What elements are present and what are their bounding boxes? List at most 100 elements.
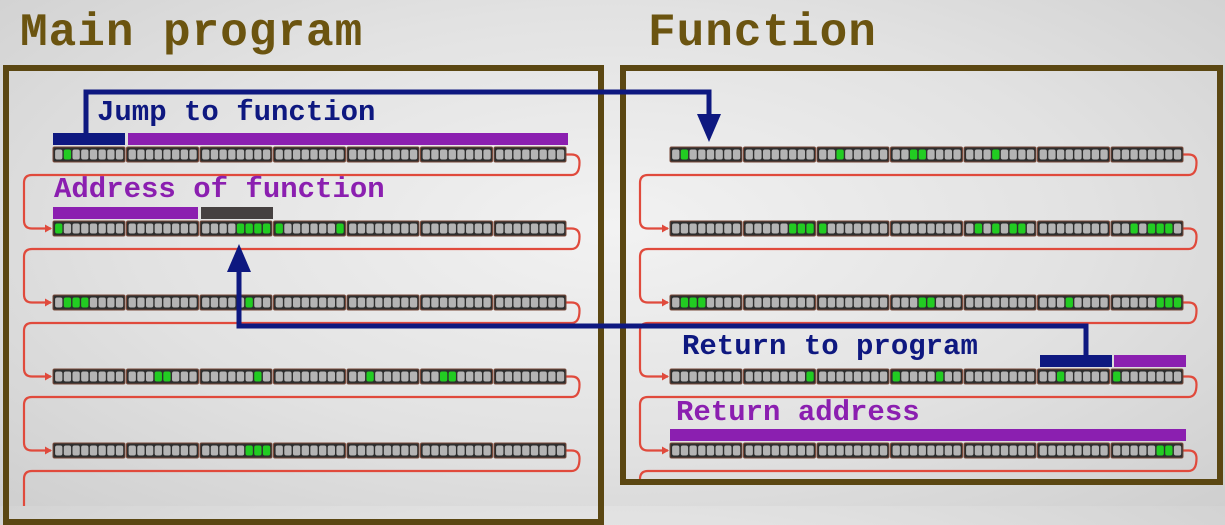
bit [732, 371, 741, 382]
bit [1009, 445, 1017, 456]
byte-cell [890, 294, 963, 311]
bit [1165, 445, 1173, 456]
bit [771, 371, 779, 382]
bit [448, 371, 456, 382]
return-opcode-bar [1040, 355, 1112, 367]
bit [689, 445, 697, 456]
byte-cell [52, 294, 126, 311]
bit [974, 223, 983, 234]
bit [762, 223, 771, 234]
bit [349, 371, 357, 382]
bit [927, 223, 935, 234]
bit [944, 223, 953, 234]
bit [392, 149, 400, 160]
byte-cell [1110, 442, 1184, 459]
bit [1121, 371, 1130, 382]
bit [936, 223, 944, 234]
bit [789, 149, 797, 160]
bit [689, 297, 697, 308]
bit [1165, 223, 1173, 234]
bit [375, 371, 383, 382]
bit [1113, 149, 1121, 160]
bit [1147, 297, 1156, 308]
bit [275, 445, 283, 456]
operand-bar [128, 133, 568, 145]
bit [845, 223, 853, 234]
bit [1139, 223, 1147, 234]
return-to-program-label: Return to program [682, 330, 978, 363]
bit [89, 297, 98, 308]
bit [548, 445, 556, 456]
bit [448, 149, 456, 160]
bit [154, 297, 162, 308]
bit [301, 149, 309, 160]
bit [1083, 445, 1091, 456]
bit [698, 223, 706, 234]
byte-cell [273, 442, 346, 459]
bit [927, 297, 935, 308]
bit [1056, 297, 1065, 308]
byte-cell [743, 220, 816, 237]
bit [1156, 371, 1164, 382]
bit [936, 297, 944, 308]
bit [254, 445, 262, 456]
byte-cell [346, 146, 420, 163]
bit [1048, 149, 1056, 160]
bit [357, 297, 366, 308]
bit [107, 297, 115, 308]
bit [1100, 149, 1108, 160]
bit [504, 445, 513, 456]
byte-cell [273, 368, 346, 385]
bit [210, 371, 219, 382]
bit [1130, 223, 1138, 234]
bit [366, 297, 374, 308]
bit [797, 371, 806, 382]
bit [513, 149, 521, 160]
bit [530, 371, 539, 382]
bit [892, 445, 900, 456]
bit [918, 445, 926, 456]
bit [1065, 371, 1073, 382]
bit [115, 371, 124, 382]
bit [1100, 297, 1108, 308]
bit [154, 223, 162, 234]
bit [474, 371, 483, 382]
bit [180, 371, 189, 382]
bit [483, 223, 491, 234]
bit [336, 149, 344, 160]
bit [128, 445, 136, 456]
byte-cell [669, 146, 743, 163]
byte-cell [126, 294, 199, 311]
byte-cell [493, 220, 567, 237]
bit [879, 149, 888, 160]
bit [1048, 445, 1056, 456]
bit [754, 223, 762, 234]
bit [483, 371, 491, 382]
bit [439, 149, 448, 160]
bit [879, 371, 888, 382]
bit [202, 297, 210, 308]
bit [724, 297, 732, 308]
bit [163, 223, 171, 234]
bit [1139, 371, 1147, 382]
bit [918, 297, 926, 308]
bit [81, 371, 89, 382]
bit [219, 297, 227, 308]
bit [706, 297, 715, 308]
bit [762, 445, 771, 456]
bit [145, 223, 154, 234]
bit [672, 297, 680, 308]
bit [319, 297, 327, 308]
byte-cell [963, 368, 1037, 385]
bit [1113, 297, 1121, 308]
bit [1000, 371, 1009, 382]
bit [771, 297, 779, 308]
bit [901, 445, 909, 456]
byte-cell [743, 368, 816, 385]
bit [1091, 223, 1100, 234]
bit [115, 297, 124, 308]
bit [292, 297, 301, 308]
byte-cell [1110, 368, 1184, 385]
bit [422, 149, 430, 160]
bit [466, 371, 474, 382]
